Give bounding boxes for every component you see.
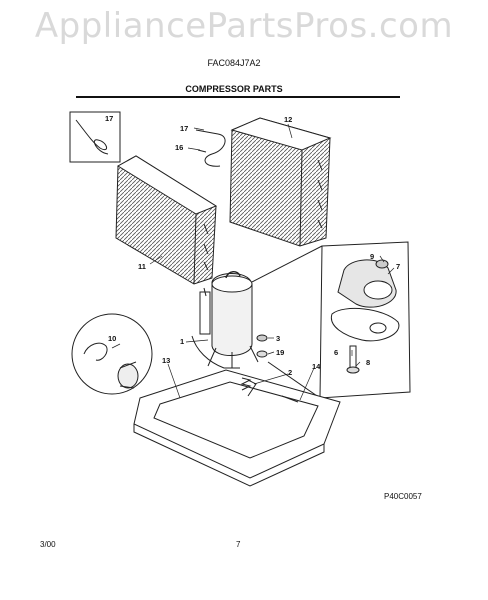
base-pan — [133, 369, 341, 487]
capillary-tube — [195, 129, 226, 167]
callout-13: 13 — [162, 356, 171, 365]
callout-19: 19 — [276, 348, 285, 357]
title-rule — [76, 96, 400, 98]
diagram-reference-code: P40C0057 — [384, 492, 422, 501]
capillary-tube-inset — [69, 111, 121, 163]
callout-11: 11 — [138, 262, 146, 271]
model-number: FAC084J7A2 — [207, 58, 261, 68]
callout-10: 10 — [108, 334, 117, 343]
callout-6: 6 — [334, 348, 339, 357]
condenser-coil — [229, 117, 332, 247]
callout-9: 9 — [370, 252, 375, 261]
site-watermark: AppliancePartsPros.com — [34, 6, 454, 46]
callout-2: 2 — [288, 368, 293, 377]
footer-page-number: 7 — [236, 540, 241, 549]
compressor — [191, 271, 259, 369]
mount-spring — [240, 377, 252, 391]
section-title: COMPRESSOR PARTS — [185, 84, 283, 94]
callout-17-inset: 17 — [105, 114, 114, 123]
evaporator-coil — [115, 155, 218, 285]
capacitor-inset — [71, 313, 153, 395]
callout-7: 7 — [396, 262, 401, 271]
nut-and-washer — [256, 334, 268, 358]
callout-3: 3 — [276, 334, 281, 343]
callout-17: 17 — [180, 124, 189, 133]
callout-8: 8 — [366, 358, 371, 367]
mount-parts-inset — [247, 241, 411, 399]
callout-1: 1 — [180, 337, 185, 346]
callout-14: 14 — [312, 362, 321, 371]
callout-16: 16 — [175, 143, 184, 152]
footer-date: 3/00 — [40, 540, 56, 549]
callout-12: 12 — [284, 115, 293, 124]
